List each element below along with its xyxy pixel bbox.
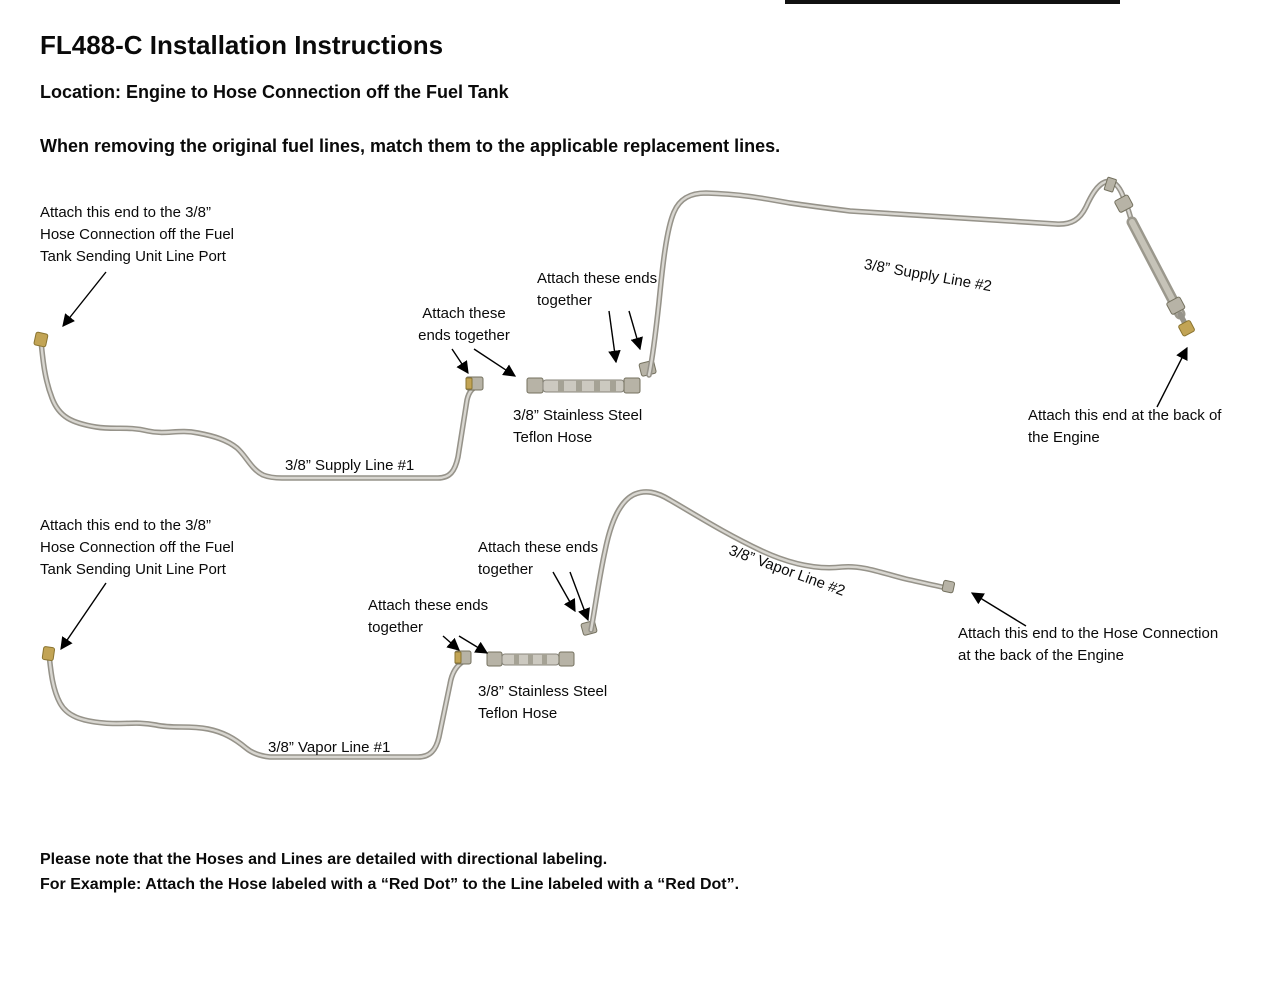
supply-line-2-graphic <box>638 176 1195 378</box>
footer-note-1: Please note that the Hoses and Lines are… <box>40 851 608 868</box>
supply-hose-label: 3/8” Stainless Steel Teflon Hose <box>513 407 643 446</box>
supply-tank-arrow <box>62 271 107 327</box>
vapor-line-2-graphic <box>580 489 956 636</box>
supply-ends-left-arrow-1 <box>451 348 469 375</box>
vapor-engine-fitting <box>941 579 956 594</box>
vapor-ends-right-arrow-1 <box>552 571 576 613</box>
top-edge-artifact <box>785 0 1120 4</box>
supply-attach-ends-left-label: Attach these ends together <box>418 305 510 344</box>
footer-note-2: For Example: Attach the Hose labeled wit… <box>40 876 740 893</box>
supply-attach-ends-right-label: Attach these ends together <box>537 270 658 309</box>
vapor-attach-ends-right-label: Attach these ends together <box>478 539 599 578</box>
annotation-arrows <box>60 271 1188 654</box>
vapor-tank-arrow <box>60 582 107 651</box>
supply-line-1-graphic <box>33 331 484 481</box>
vapor-ends-left-arrow-1 <box>442 635 460 651</box>
intro-note: When removing the original fuel lines, m… <box>40 136 781 156</box>
vapor-tank-end-label: Attach this end to the 3/8” Hose Connect… <box>40 517 235 578</box>
supply-ends-left-arrow-2 <box>473 348 517 377</box>
supply-ends-right-arrow-1 <box>608 310 621 364</box>
vapor-engine-end-label: Attach this end to the Hose Connection a… <box>958 625 1219 664</box>
location-subtitle: Location: Engine to Hose Connection off … <box>40 82 509 102</box>
supply-ends-right-arrow-2 <box>628 310 643 351</box>
supply-engine-arrow <box>1156 346 1188 408</box>
vapor-ends-right-arrow-2 <box>569 571 590 622</box>
supply-teflon-hose-graphic <box>526 377 641 394</box>
supply-tank-end-label: Attach this end to the 3/8” Hose Connect… <box>40 204 235 265</box>
supply-tank-fitting <box>33 331 49 348</box>
supply-engine-fitting <box>1178 320 1195 337</box>
vapor-ends-left-arrow-2 <box>458 635 489 654</box>
vapor-tank-fitting <box>41 646 56 662</box>
vapor-hose-label: 3/8” Stainless Steel Teflon Hose <box>478 683 608 722</box>
page-title: FL488-C Installation Instructions <box>40 30 444 60</box>
vapor-engine-arrow <box>970 592 1027 627</box>
vapor-line-1-graphic <box>41 646 472 760</box>
vapor-attach-ends-left-label: Attach these ends together <box>368 597 489 636</box>
supply-line1-label: 3/8” Supply Line #1 <box>285 457 415 474</box>
vapor-teflon-hose-graphic <box>486 651 575 667</box>
supply-engine-end-label: Attach this end at the back of the Engin… <box>1028 407 1222 446</box>
vapor-line1-label: 3/8” Vapor Line #1 <box>268 739 391 756</box>
